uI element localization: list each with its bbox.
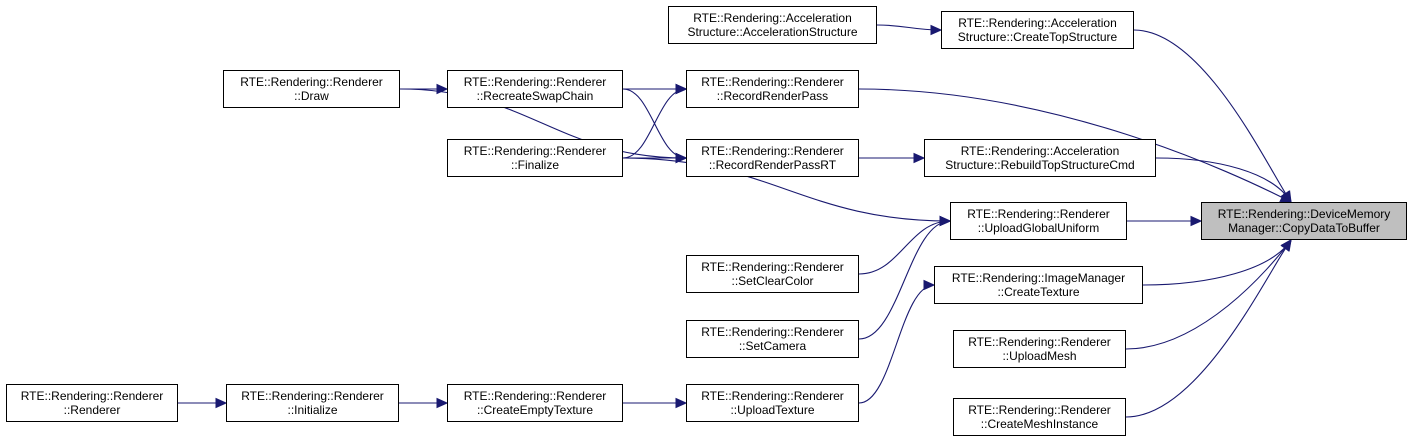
node-line1: RTE::Rendering::Renderer [968, 403, 1111, 417]
node-line2: ::SetClearColor [731, 274, 814, 288]
node-initialize[interactable]: RTE::Rendering::Renderer ::Initialize [226, 384, 399, 422]
node-line2: Structure::AccelerationStructure [687, 25, 858, 39]
node-line1: RTE::Rendering::Renderer [968, 335, 1111, 349]
node-set-camera[interactable]: RTE::Rendering::Renderer ::SetCamera [686, 320, 859, 358]
node-line2: ::RecordRenderPass [716, 89, 829, 103]
node-draw[interactable]: RTE::Rendering::Renderer ::Draw [223, 70, 400, 108]
node-line1: RTE::Rendering::Renderer [241, 389, 384, 403]
node-rebuild-top-structure-cmd[interactable]: RTE::Rendering::Acceleration Structure::… [924, 139, 1156, 177]
node-recreate-swap-chain[interactable]: RTE::Rendering::Renderer ::RecreateSwapC… [447, 70, 623, 108]
node-create-top-structure[interactable]: RTE::Rendering::Acceleration Structure::… [941, 11, 1134, 49]
node-line2: ::Renderer [63, 403, 121, 417]
node-line2: ::UploadMesh [1002, 349, 1077, 363]
edge-finalize-to-record_render_pass [622, 88, 687, 159]
arrowhead-record_render_pass_rt-to-accel_rebuild_top [913, 152, 926, 164]
node-line2: ::CreateTexture [997, 285, 1080, 299]
node-line2: ::RecordRenderPassRT [708, 158, 837, 172]
edge-set_camera-to-upload_global_uniform [858, 220, 951, 340]
node-line1: RTE::Rendering::Renderer [701, 260, 844, 274]
edge-image_create_texture-to-copy_data_to_buffer [1142, 239, 1292, 286]
edge-record_render_pass-to-copy_data_to_buffer [858, 88, 1292, 203]
node-line1: RTE::Rendering::Acceleration [693, 11, 852, 25]
arrowhead-finalize-to-record_render_pass [675, 83, 688, 95]
node-record-render-pass[interactable]: RTE::Rendering::Renderer ::RecordRenderP… [686, 70, 859, 108]
node-copy-data-to-buffer: RTE::Rendering::DeviceMemory Manager::Co… [1201, 202, 1407, 240]
arrowhead-accel_ctor-to-accel_create_top [930, 24, 943, 36]
node-line2: ::Draw [294, 89, 329, 103]
node-line2: ::CreateMeshInstance [980, 417, 1099, 431]
edge-upload_mesh-to-copy_data_to_buffer [1125, 239, 1292, 350]
node-finalize[interactable]: RTE::Rendering::Renderer ::Finalize [447, 139, 623, 177]
node-create-empty-texture[interactable]: RTE::Rendering::Renderer ::CreateEmptyTe… [447, 384, 623, 422]
node-line2: Structure::RebuildTopStructureCmd [945, 158, 1135, 172]
node-line2: ::SetCamera [738, 339, 807, 353]
node-line1: RTE::Rendering::Acceleration [958, 16, 1117, 30]
node-line2: ::Finalize [510, 158, 560, 172]
node-line2: ::CreateEmptyTexture [476, 403, 594, 417]
node-renderer-ctor[interactable]: RTE::Rendering::Renderer ::Renderer [6, 384, 178, 422]
edge-accel_rebuild_top-to-copy_data_to_buffer [1155, 157, 1292, 203]
node-acceleration-structure-ctor[interactable]: RTE::Rendering::Acceleration Structure::… [668, 6, 877, 44]
arrowhead-create_empty_texture-to-upload_texture [675, 397, 688, 409]
node-line1: RTE::Rendering::Renderer [463, 75, 607, 89]
arrowhead-initialize-to-create_empty_texture [436, 397, 449, 409]
node-line1: RTE::Rendering::Renderer [701, 325, 844, 339]
node-line1: RTE::Rendering::Renderer [463, 144, 607, 158]
node-line2: ::UploadTexture [730, 403, 815, 417]
node-upload-mesh[interactable]: RTE::Rendering::Renderer ::UploadMesh [953, 330, 1126, 368]
arrowhead-upload_global_uniform-to-copy_data_to_buffer [1190, 215, 1203, 227]
node-line1: RTE::Rendering::Renderer [463, 389, 607, 403]
node-line1: RTE::Rendering::Renderer [701, 75, 844, 89]
arrowhead-renderer_ctor-to-initialize [215, 397, 228, 409]
node-line1: RTE::Rendering::Renderer [701, 389, 844, 403]
node-line1: RTE::Rendering::Renderer [967, 207, 1110, 221]
arrowhead-upload_texture-to-image_create_texture [923, 279, 936, 291]
node-upload-texture[interactable]: RTE::Rendering::Renderer ::UploadTexture [686, 384, 859, 422]
edge-set_clear_color-to-upload_global_uniform [858, 220, 951, 275]
node-upload-global-uniform[interactable]: RTE::Rendering::Renderer ::UploadGlobalU… [950, 202, 1127, 240]
node-image-manager-create-texture[interactable]: RTE::Rendering::ImageManager ::CreateTex… [934, 266, 1143, 304]
edge-upload_texture-to-image_create_texture [858, 284, 935, 404]
node-line1: RTE::Rendering::ImageManager [951, 271, 1126, 285]
node-line2: Manager::CopyDataToBuffer [1228, 221, 1380, 235]
arrowhead-set_camera-to-upload_global_uniform [939, 215, 952, 227]
arrowhead-finalize-to-record_render_pass_rt [675, 152, 688, 164]
node-line1: RTE::Rendering::Acceleration [960, 144, 1120, 158]
node-line1: RTE::Rendering::Renderer [20, 389, 164, 403]
node-line1: RTE::Rendering::Renderer [701, 144, 844, 158]
arrowhead-accel_rebuild_top-to-copy_data_to_buffer [1281, 190, 1292, 204]
node-line2: Structure::CreateTopStructure [957, 30, 1118, 44]
edge-draw-to-record_render_pass_rt [399, 88, 687, 159]
arrowhead-create_mesh_instance-to-copy_data_to_buffer [1280, 239, 1292, 252]
node-line2: ::Initialize [287, 403, 338, 417]
node-line1: RTE::Rendering::Renderer [240, 75, 383, 89]
edge-create_mesh_instance-to-copy_data_to_buffer [1125, 239, 1292, 418]
node-line2: ::UploadGlobalUniform [977, 221, 1100, 235]
node-line1: RTE::Rendering::DeviceMemory [1217, 207, 1391, 221]
node-line2: ::RecreateSwapChain [476, 89, 594, 103]
node-record-render-pass-rt[interactable]: RTE::Rendering::Renderer ::RecordRenderP… [686, 139, 859, 177]
node-create-mesh-instance[interactable]: RTE::Rendering::Renderer ::CreateMeshIns… [953, 398, 1126, 436]
edge-finalize-to-upload_global_uniform [622, 157, 951, 222]
node-set-clear-color[interactable]: RTE::Rendering::Renderer ::SetClearColor [686, 255, 859, 293]
edge-accel_create_top-to-copy_data_to_buffer [1133, 29, 1292, 203]
